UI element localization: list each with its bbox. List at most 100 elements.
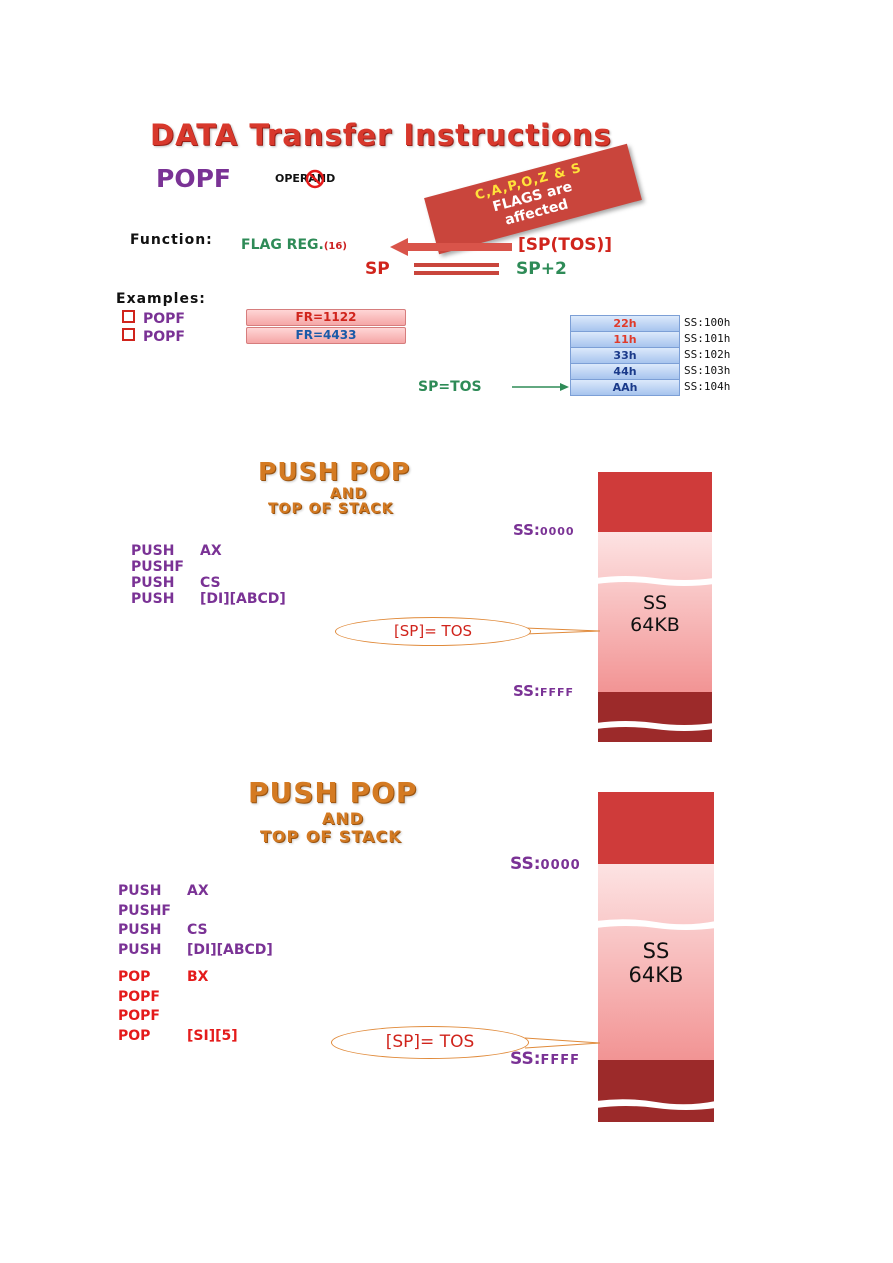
example-result: FR=1122 xyxy=(246,309,406,326)
code-arg: [DI][ABCD] xyxy=(200,591,286,607)
code-line: PUSH AX xyxy=(131,543,286,559)
stack-cell: 44h xyxy=(570,363,680,380)
stack-memory-above xyxy=(598,472,712,532)
break-wave xyxy=(596,1099,716,1110)
equals-bar-bottom xyxy=(414,271,499,275)
equals-bar-top xyxy=(414,263,499,267)
instruction-mnemonic: POPF xyxy=(156,164,231,193)
checkbox-bullet-icon xyxy=(122,310,135,323)
tos-pointer-line xyxy=(525,1037,600,1049)
code-line: POP [SI][5] xyxy=(118,1027,238,1047)
stack-pointer-source: [SP(TOS)] xyxy=(518,235,613,255)
stack-address: SS:104h xyxy=(684,380,731,393)
slide1-title: DATA Transfer Instructions xyxy=(150,118,612,152)
checkbox-bullet-icon xyxy=(122,328,135,341)
segment-label: SS 64KB xyxy=(598,939,714,987)
slide3-subtitle-and: AND xyxy=(322,809,365,828)
example-instruction: POPF xyxy=(143,311,185,327)
code-arg: BX xyxy=(187,969,209,985)
segment-size: 64KB xyxy=(628,963,684,987)
segment-size: 64KB xyxy=(630,614,680,636)
ss-prefix: SS: xyxy=(510,1049,541,1069)
code-op: PUSH xyxy=(131,543,175,559)
flag-register-size: (16) xyxy=(323,241,347,252)
stack-memory-below xyxy=(598,692,712,742)
code-op: PUSH xyxy=(131,591,175,607)
function-label: Function: xyxy=(130,232,213,248)
break-wave xyxy=(596,576,714,586)
code-op: PUSH xyxy=(118,883,162,899)
examples-label: Examples: xyxy=(116,291,206,307)
code-op: PUSH xyxy=(118,941,162,958)
ss-start-address: SS:0000 xyxy=(513,521,575,539)
code-line: PUSHF xyxy=(118,902,273,922)
slide2-subtitle: TOP OF STACK xyxy=(268,501,394,517)
code-op: PUSH xyxy=(118,922,162,938)
segment-name: SS xyxy=(642,592,668,614)
flag-register-dest: FLAG REG.(16) xyxy=(241,237,347,253)
ss-prefix: SS: xyxy=(510,854,541,874)
stack-cell: 11h xyxy=(570,331,680,348)
stack-cell: AAh xyxy=(570,379,680,396)
stack-segment-block xyxy=(598,532,712,692)
stack-segment-block xyxy=(598,864,714,1060)
operand-label: OPERAND xyxy=(275,172,336,185)
slide3-pop-listing: POP BX POPF POPF POP [SI][5] xyxy=(118,968,238,1046)
example-item: POPF xyxy=(122,328,185,345)
break-wave xyxy=(596,919,716,930)
example-result: FR=4433 xyxy=(246,327,406,344)
code-op: POPF xyxy=(118,1008,160,1024)
code-line: POP BX xyxy=(118,968,238,988)
right-arrow-icon xyxy=(512,383,569,391)
flag-register-text: FLAG REG. xyxy=(241,237,324,253)
ss-offset: FFFF xyxy=(539,686,574,699)
code-arg: [DI][ABCD] xyxy=(187,941,273,958)
code-op: PUSHF xyxy=(131,559,184,575)
sp-left: SP xyxy=(365,259,390,279)
code-arg: AX xyxy=(200,543,222,559)
break-wave xyxy=(596,721,714,731)
code-op: POP xyxy=(118,1027,151,1044)
slide3-subtitle: TOP OF STACK xyxy=(260,827,402,846)
ss-end-address: SS:FFFF xyxy=(513,682,574,700)
sp-right: SP+2 xyxy=(516,259,567,279)
stack-address: SS:102h xyxy=(684,348,731,361)
code-line: POPF xyxy=(118,988,238,1008)
example-instruction: POPF xyxy=(143,329,185,345)
no-operand-icon xyxy=(305,169,325,189)
slide3-title: PUSH POP xyxy=(248,776,418,809)
tos-pointer-line xyxy=(525,627,600,635)
tos-callout: [SP]= TOS xyxy=(331,1026,529,1059)
code-arg: [SI][5] xyxy=(187,1027,238,1044)
code-line: PUSH AX xyxy=(118,882,273,902)
ss-prefix: SS: xyxy=(513,521,540,539)
ss-offset: 0000 xyxy=(539,525,575,538)
tos-callout: [SP]= TOS xyxy=(335,617,531,646)
sp-tos-label: SP=TOS xyxy=(418,379,482,395)
stack-cell: 22h xyxy=(570,315,680,332)
stack-memory-above xyxy=(598,792,714,864)
slide2-title: PUSH POP xyxy=(258,457,411,486)
code-op: PUSHF xyxy=(118,902,171,919)
ss-end-address: SS:FFFF xyxy=(510,1049,580,1069)
segment-name: SS xyxy=(642,939,670,963)
code-line: PUSHF xyxy=(131,559,286,575)
code-line: POPF xyxy=(118,1007,238,1027)
code-op: PUSH xyxy=(131,575,175,591)
slide2-subtitle-and: AND xyxy=(330,486,368,502)
left-arrow-icon xyxy=(390,238,512,256)
segment-label: SS 64KB xyxy=(598,592,712,636)
code-line: PUSH [DI][ABCD] xyxy=(131,591,286,607)
stack-cell: 33h xyxy=(570,347,680,364)
ss-prefix: SS: xyxy=(513,682,540,700)
stack-address: SS:101h xyxy=(684,332,731,345)
code-arg: AX xyxy=(187,883,209,899)
stack-memory-below xyxy=(598,1060,714,1122)
ss-offset: FFFF xyxy=(540,1053,581,1068)
code-op: POP xyxy=(118,969,151,985)
example-item: POPF xyxy=(122,310,185,327)
